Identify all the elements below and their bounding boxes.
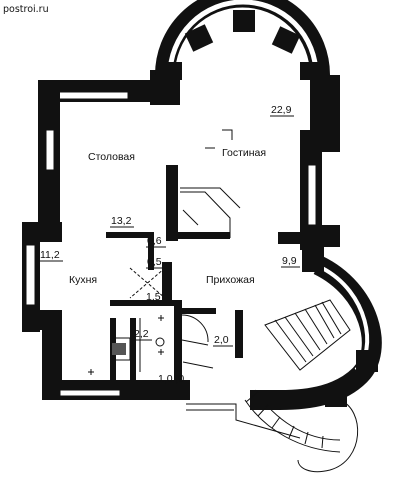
hall-area: 9,9	[282, 255, 297, 267]
living-area: 22,9	[271, 104, 292, 116]
corridor-area: 1,5	[146, 291, 161, 303]
wc-area: 2,2	[134, 328, 149, 340]
living-name: Гостиная	[222, 147, 266, 159]
dining-name: Столовая	[88, 151, 135, 163]
partial-label: 1,0 ,0	[158, 373, 184, 385]
dining-area: 13,2	[111, 215, 132, 227]
hall-name: Прихожая	[206, 274, 255, 286]
vestibule-area: 2,0	[214, 334, 229, 346]
watermark-text: postroi.ru	[3, 4, 49, 15]
kitchen-name: Кухня	[69, 274, 97, 286]
stair-tower	[250, 247, 382, 410]
exterior-walls	[22, 70, 340, 400]
pantry-area: 0,5	[147, 256, 162, 268]
fixture-marks	[88, 315, 164, 375]
stair-treads	[244, 299, 359, 473]
bay-window	[155, 0, 330, 80]
interior-lines	[111, 129, 301, 439]
room-labels: 22,9 Гостиная Столовая 13,2 11,2 Кухня 9…	[39, 104, 300, 385]
kitchen-area: 11,2	[40, 249, 60, 261]
closet-area: 0,6	[147, 235, 162, 247]
